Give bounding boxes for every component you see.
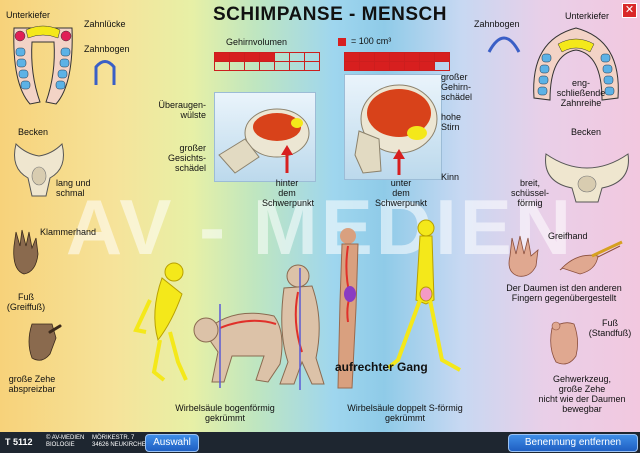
volume-box	[374, 61, 390, 71]
human-pelvis-illustration	[545, 153, 629, 203]
label-fuss-left: Fuß (Greiffuß)	[6, 292, 46, 312]
volume-box	[404, 61, 420, 71]
publisher: © AV-MEDIEN BIOLOGIE	[46, 435, 85, 448]
label-zahnbogen-right: Zahnbogen	[474, 19, 520, 29]
human-skull-photo	[344, 74, 442, 180]
label-unterkiefer-right: Unterkiefer	[565, 11, 610, 21]
volume-box	[359, 61, 375, 71]
label-werkzeug: Gehwerkzeug, große Zehe nicht wie der Da…	[538, 374, 626, 414]
label-wirbelsaeule-schimpanse: Wirbelsäule bogenförmig gekrümmt	[175, 403, 275, 423]
background	[0, 0, 640, 432]
label-zahnluecke: Zahnlücke	[84, 19, 126, 29]
chimp-hand-illustration	[13, 229, 39, 275]
chimp-skull-photo	[214, 92, 316, 182]
label-greifhand: Greifhand	[548, 231, 588, 241]
label-becken-desc-left: lang und schmal	[56, 178, 91, 198]
watermark: AV - MEDIEN	[65, 183, 575, 271]
chimp-dental-arch-icon	[94, 60, 116, 85]
page-title: SCHIMPANSE - MENSCH	[213, 4, 447, 25]
volume-box	[289, 61, 305, 71]
label-zehe-left: große Zehe abspreizbar	[8, 374, 56, 394]
label-fuss-right: Fuß (Standfuß)	[588, 318, 632, 338]
benennung-entfernen-button[interactable]: Benennung entfernen	[508, 434, 638, 452]
label-klammerhand: Klammerhand	[40, 227, 97, 237]
human-brain-volume-boxes-row2	[344, 61, 450, 71]
label-gehirnvolumen: Gehirnvolumen	[226, 37, 288, 47]
label-stirn: hohe Stirn	[441, 112, 462, 132]
label-daumen: Der Daumen ist den anderen Fingern gegen…	[506, 283, 622, 303]
volume-box	[419, 61, 435, 71]
volume-box	[274, 61, 290, 71]
auswahl-button[interactable]: Auswahl	[145, 434, 199, 452]
volume-box	[304, 61, 320, 71]
human-hand-illustration	[508, 235, 623, 277]
label-zahnbogen-left: Zahnbogen	[84, 44, 130, 54]
label-becken-left: Becken	[18, 127, 49, 137]
label-hinter-schwerpunkt: hinter dem Schwerpunkt	[262, 178, 315, 208]
label-gesichtsschaedel: großer Gesichts- schädel	[167, 143, 206, 173]
volume-box	[344, 61, 360, 71]
label-becken-right: Becken	[571, 127, 602, 137]
human-jaw-illustration	[533, 27, 619, 101]
volume-box	[244, 61, 260, 71]
volume-box	[214, 61, 230, 71]
product-code: T 5112	[5, 437, 33, 447]
chimp-pelvis-illustration	[14, 143, 64, 197]
chimp-brain-volume-boxes-row2	[214, 61, 320, 71]
label-gehirnschaedel: großer Gehirn- schädel	[441, 72, 473, 102]
label-ueberaugenwuelste: Überaugen- wülste	[158, 100, 206, 120]
volume-box	[229, 61, 245, 71]
label-becken-desc-right: breit, schüssel- förmig	[510, 178, 549, 208]
label-zahnreihe: eng- schließende Zahnreihe	[556, 78, 606, 108]
label-aufrechter-gang: aufrechter Gang	[335, 360, 428, 374]
label-unter-schwerpunkt: unter dem Schwerpunkt	[374, 178, 428, 208]
label-unterkiefer-left: Unterkiefer	[6, 10, 51, 20]
close-button[interactable]: ✕	[622, 3, 637, 18]
volume-box	[389, 61, 405, 71]
label-wirbelsaeule-mensch: Wirbelsäule doppelt S-förmig gekrümmt	[347, 403, 463, 423]
volume-box	[434, 61, 450, 71]
human-dental-arch-icon	[487, 36, 521, 53]
publisher-address: MÖRIKESTR. 7 34626 NEUKIRCHEN	[92, 435, 151, 448]
evolution-illustration	[133, 219, 461, 390]
label-kinn: Kinn	[441, 172, 460, 182]
chimp-foot-illustration	[28, 323, 62, 361]
legend-value: = 100 cm³	[351, 36, 392, 46]
chimp-jaw-illustration	[13, 25, 73, 105]
volume-box	[259, 61, 275, 71]
human-foot-illustration	[550, 321, 578, 365]
legend-swatch	[338, 38, 346, 46]
